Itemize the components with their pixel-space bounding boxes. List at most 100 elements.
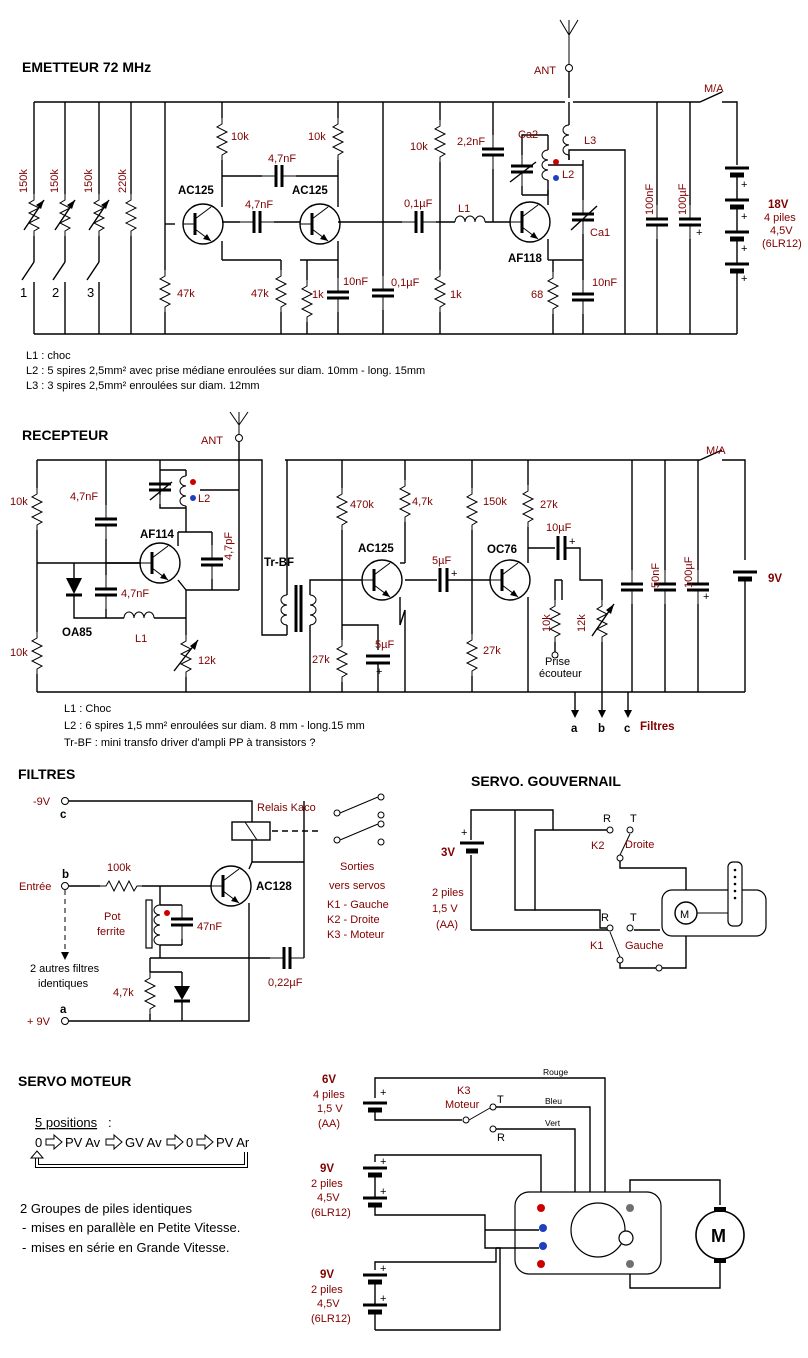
channel-pots xyxy=(21,102,137,334)
rudder-arm-holes xyxy=(733,868,737,900)
wire-vert-label: Vert xyxy=(545,1118,561,1128)
c-022uf-label: 0,22µF xyxy=(268,977,303,989)
other-filters-label-1: 2 autres filtres xyxy=(30,963,100,975)
rudder-batt-plus: + xyxy=(461,827,467,839)
l3-label: L3 xyxy=(584,135,596,147)
antenna-icon xyxy=(229,411,249,442)
r-150k-1-label: 150k xyxy=(18,169,30,193)
r-150k-rx-label: 150k xyxy=(483,496,507,508)
rudder-batt-count: 2 piles xyxy=(432,887,464,899)
cell-plus-3: + xyxy=(741,243,747,255)
positions-label: 5 positions xyxy=(35,1115,98,1130)
r-27k-c-label: 27k xyxy=(540,499,558,511)
rx-note-trbf: Tr-BF : mini transfo driver d'ampli PP à… xyxy=(64,737,316,749)
pot-label-1: Pot xyxy=(104,911,121,923)
r-150k-2-label: 150k xyxy=(49,169,61,193)
b3-cell: 4,5V xyxy=(317,1298,340,1310)
r-68-label: 68 xyxy=(531,289,543,301)
filter-a-label: a xyxy=(60,1004,67,1016)
b1-voltage: 6V xyxy=(322,1074,336,1086)
entree-label: Entrée xyxy=(19,881,51,893)
rx-c-47pf-label: 4,7pF xyxy=(223,532,235,560)
drive-motor-label: M xyxy=(711,1226,726,1246)
gauche-label: Gauche xyxy=(625,940,664,952)
battery-cell: 4,5V xyxy=(770,225,793,237)
filtres-link-label: Filtres xyxy=(640,721,675,733)
k1-r-label: R xyxy=(601,912,609,924)
transistor-oc76-label: OC76 xyxy=(487,544,517,556)
c-100uf-plus: + xyxy=(696,227,702,239)
r-150k-3-label: 150k xyxy=(83,169,95,193)
transmitter-schematic: EMETTEUR 72 MHz ANT M/A xyxy=(18,19,802,392)
receiver-title: RECEPTEUR xyxy=(22,427,108,443)
positions-colon: : xyxy=(108,1115,112,1130)
r-10k-c-label: 10k xyxy=(410,141,428,153)
b1-cell: 1,5 V xyxy=(317,1103,343,1115)
switch-2-label: 2 xyxy=(52,285,59,300)
receiver-switch-label: M/A xyxy=(706,445,726,457)
rx-note-l2: L2 : 6 spires 1,5 mm² enroulées sur diam… xyxy=(64,720,365,732)
r-47k-filter-label: 4,7k xyxy=(113,987,134,999)
motor-servo-title: SERVO MOTEUR xyxy=(18,1073,131,1089)
transistor-ac125-a-label: AC125 xyxy=(178,185,214,197)
rx-c-47nf-a-label: 4,7nF xyxy=(70,491,98,503)
rx-l2-label: L2 xyxy=(198,493,210,505)
transistor-af114-label: AF114 xyxy=(140,529,174,541)
rudder-arm xyxy=(727,861,743,927)
switch-1-label: 1 xyxy=(20,285,27,300)
antenna-label: ANT xyxy=(534,65,556,77)
pot-label-2: ferrite xyxy=(97,926,125,938)
c-10uf-label: 10µF xyxy=(546,522,572,534)
filters-schematic: FILTRES -9V c Relais Kaco Sorties vers s… xyxy=(18,766,389,1028)
audio-stages xyxy=(280,460,615,692)
battery-type: (6LR12) xyxy=(762,238,802,250)
note-l3: L3 : 3 spires 2,5mm² enroulées sur diam.… xyxy=(26,380,260,392)
commutator-disc xyxy=(570,1202,626,1258)
rx-l1-label: L1 xyxy=(135,633,147,645)
speed-sequence: 0 PV Av GV Av 0 PV Ar xyxy=(29,1133,250,1168)
b3-type: (6LR12) xyxy=(311,1313,351,1325)
power-switch xyxy=(699,91,723,103)
relay-label: Relais Kaco xyxy=(257,802,316,814)
filter-c-label: c xyxy=(60,809,67,821)
series-bullet: - xyxy=(22,1240,26,1255)
contact-grey-top xyxy=(626,1204,634,1212)
cell-plus-4: + xyxy=(741,273,747,285)
output-b-label: b xyxy=(598,723,605,735)
filters-title: FILTRES xyxy=(18,766,75,782)
b2-cell: 4,5V xyxy=(317,1192,340,1204)
r-100k-label: 100k xyxy=(107,862,131,874)
contact-red-top xyxy=(537,1204,545,1212)
ca1-label: Ca1 xyxy=(590,227,610,239)
k3-r-label: R xyxy=(497,1132,505,1144)
rudder-batt-type: (AA) xyxy=(436,919,458,931)
c-5uf-a-plus: + xyxy=(451,568,457,580)
switch-3-label: 3 xyxy=(87,285,94,300)
seq-2: GV Av xyxy=(125,1135,162,1150)
c-5uf-b-label: 5µF xyxy=(375,639,394,651)
r-27k-a-label: 27k xyxy=(312,654,330,666)
b2-plus-a: + xyxy=(380,1156,386,1168)
series-label: mises en série en Grande Vitesse. xyxy=(31,1240,229,1255)
seq-3: 0 xyxy=(186,1135,193,1150)
output-a-label: a xyxy=(571,723,578,735)
c-01uf-a-label: 0,1µF xyxy=(404,198,433,210)
filter-b-label: b xyxy=(62,869,69,881)
k2-t-label: T xyxy=(630,813,637,825)
r-220k-label: 220k xyxy=(117,169,129,193)
motor-servo-schematic: SERVO MOTEUR 5 positions : 0 PV Av GV Av… xyxy=(18,1067,745,1331)
c-100uf-label: 100µF xyxy=(677,183,689,215)
r-47k-b-label: 47k xyxy=(251,288,269,300)
parallel-bullet: - xyxy=(22,1220,26,1235)
arrow-right-icon xyxy=(45,1133,63,1151)
c-5uf-a-label: 5µF xyxy=(432,555,451,567)
b3-voltage: 9V xyxy=(320,1269,334,1281)
ca2-label: Ca2 xyxy=(518,129,538,141)
rudder-servo-schematic: SERVO. GOUVERNAIL + 3V 2 piles 1,5 V (AA… xyxy=(432,773,767,972)
receiver-schematic: RECEPTEUR ANT M/A xyxy=(10,411,782,749)
c-100nf-label: 100nF xyxy=(644,184,656,215)
c-10nf-a-label: 10nF xyxy=(343,276,368,288)
multivibrator xyxy=(159,102,383,334)
transmitter-supply xyxy=(644,102,749,334)
